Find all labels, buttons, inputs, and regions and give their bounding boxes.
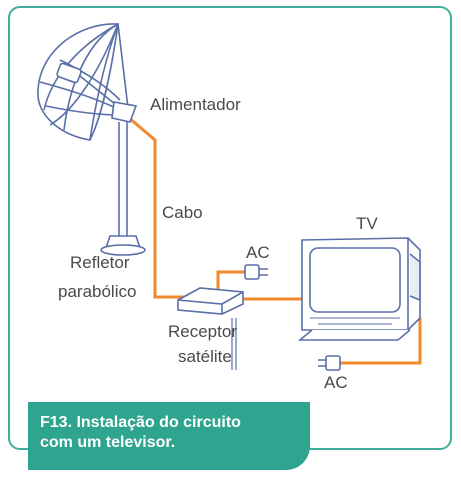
cable-dish-to-receiver	[127, 115, 190, 299]
figure-caption: F13. Instalação do circuito com um telev…	[28, 402, 310, 470]
caption-line-1: F13. Instalação do circuito	[40, 414, 241, 431]
label-receiver-1: Receptor	[168, 322, 237, 341]
cable-ac-top	[216, 270, 245, 296]
caption-line-2: com um televisor.	[40, 434, 176, 451]
cable-ac-bottom	[340, 318, 422, 365]
label-reflector-1: Refletor	[70, 253, 130, 272]
label-reflector-2: parabólico	[58, 282, 136, 301]
label-ac-top: AC	[246, 243, 270, 262]
cable-lines	[127, 115, 422, 365]
label-tv: TV	[356, 214, 378, 233]
television	[297, 237, 421, 341]
parabolic-dish	[37, 23, 138, 141]
ac-plug-bottom	[318, 355, 341, 371]
label-feed: Alimentador	[150, 95, 241, 114]
satellite-receiver	[177, 287, 244, 370]
label-cable: Cabo	[162, 203, 203, 222]
label-receiver-2: satélite	[178, 347, 232, 366]
dish-mast	[100, 122, 146, 256]
dish-lnb	[56, 62, 82, 84]
ac-plug-top	[244, 264, 268, 280]
label-ac-bottom: AC	[324, 373, 348, 392]
